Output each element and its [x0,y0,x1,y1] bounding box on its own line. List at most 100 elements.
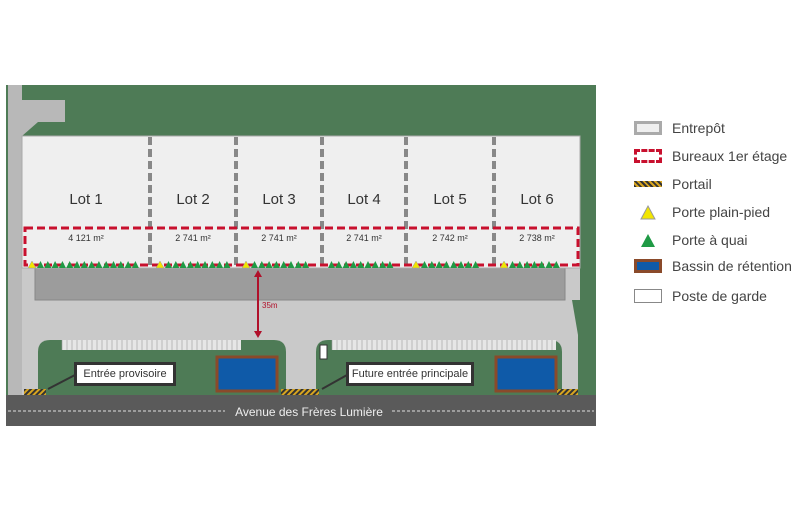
dock-door-icon [37,261,44,268]
offices-swatch [634,149,662,163]
gate-swatch [634,181,662,187]
legend-label: Bassin de rétention [672,258,792,274]
warehouse-building [21,135,581,269]
guard-post-swatch [634,289,662,303]
lot-label: Lot 1 [69,191,102,208]
dock-door-icon [179,261,187,268]
gate [557,389,578,395]
lot-label: Lot 4 [347,191,380,208]
dock-door-icon [335,261,343,268]
dock-door-icon [294,261,302,268]
dock-door-icon [328,261,335,268]
legend-item-basin: Bassin de rétention [634,256,792,276]
dock-door-icon [88,261,96,268]
dock-door-icon [379,261,387,268]
future-main-entrance-label: Future entrée principale [346,362,474,386]
dock-door-icon [349,261,357,268]
dock-door-icon [523,261,531,268]
legend-item-plain-door: Porte plain-pied [634,202,770,222]
road-name: Avenue des Frères Lumière [235,405,383,419]
lot-area: 2 741 m² [346,233,382,243]
pointer-arrow [321,374,348,390]
dock-door-icon [371,261,379,268]
temporary-entrance-label: Entrée provisoire [74,362,176,386]
lot-area: 2 741 m² [175,233,211,243]
legend-label: Porte à quai [672,232,748,248]
lot-area: 2 742 m² [432,233,468,243]
parking-row [332,340,556,350]
distance-label: 35m [262,301,278,310]
dock-door-icon [280,261,288,268]
legend-item-warehouse: Entrepôt [634,118,725,138]
dock-door-icon [386,261,394,268]
legend-label: Entrepôt [672,120,725,136]
dock-door-icon [435,261,443,268]
dock-door-icon [73,261,81,268]
dock-door-icon [450,261,458,268]
gate [24,389,46,395]
dock-door-icon [302,261,310,268]
dock-door-icon [165,261,172,268]
green-triangle-icon [641,234,655,247]
lot-area: 2 741 m² [261,233,297,243]
dock-door-icon [51,261,59,268]
lot-area: 2 738 m² [519,233,555,243]
parking-row [62,340,241,350]
dock-door-icon [457,261,465,268]
yellow-triangle-icon [640,204,656,220]
dock-door-icon [265,261,273,268]
gate [281,389,319,395]
dock-door-icon [110,261,117,268]
dock-door-icon [545,261,553,268]
arrow-heads [254,270,262,338]
dock-door-icon [357,261,365,268]
access-road-left [8,85,65,395]
legend-item-gate: Portail [634,174,712,194]
legend-label: Poste de garde [672,288,767,304]
plain-door-icon [27,260,37,269]
lot-label: Lot 6 [520,191,553,208]
dock-door-icon [464,261,472,268]
dock-door-icon [251,261,258,268]
dock-door-icon [552,261,560,268]
legend-item-dock-door: Porte à quai [634,230,748,250]
dock-door-icon [530,261,538,268]
warehouse-swatch [634,121,662,135]
dock-door-icon [131,261,139,268]
office-first-floor-outline [23,226,580,267]
plain-door-icon [499,260,509,269]
dock-door-icon [172,261,180,268]
plain-door-icon [241,260,251,269]
lot-label: Lot 2 [176,191,209,208]
plain-door-icon [411,260,421,269]
dock-door-icon [364,261,372,268]
dock-door-icon [472,261,480,268]
dock-door-icon [216,261,224,268]
legend-label: Bureaux 1er étage [672,148,788,164]
dock-door-icon [538,261,546,268]
dock-door-icon [272,261,280,268]
basin-swatch [634,259,662,273]
dock-door-icon [95,261,103,268]
legend-label: Porte plain-pied [672,204,771,220]
dock-door-icon [102,261,110,268]
dock-door-icon [342,261,350,268]
dock-door-icon [442,261,450,268]
lot-area: 4 121 m² [68,233,104,243]
retention-basin-left [215,355,279,393]
pointer-arrow [47,374,76,390]
dock-door-icon [516,261,524,268]
lot-label: Lot 5 [433,191,466,208]
dock-door-icon [117,261,125,268]
dock-door-icon [258,261,266,268]
guard-post [319,344,328,360]
dock-door-icon [66,261,74,268]
dock-area [34,267,566,301]
dock-door-icon [287,261,295,268]
plain-door-icon [155,260,165,269]
lot-label: Lot 3 [262,191,295,208]
dock-door-icon [208,261,216,268]
retention-basin-right [494,355,558,393]
legend-item-guard-post: Poste de garde [634,286,767,306]
